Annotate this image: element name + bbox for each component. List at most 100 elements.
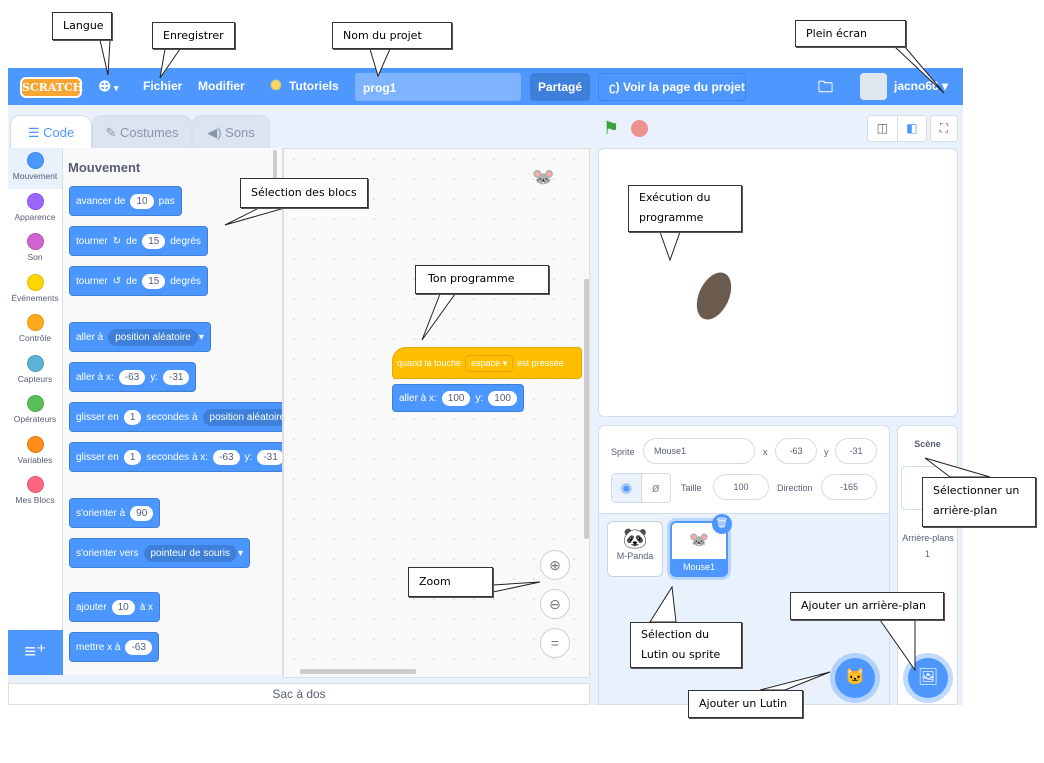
block-dropdown[interactable]: position aléatoire [202,408,282,426]
block-input[interactable]: -63 [213,449,240,465]
x-input[interactable]: -63 [775,438,817,464]
x-input[interactable]: 100 [441,390,471,406]
block-input[interactable]: 15 [142,233,166,249]
delete-sprite-icon[interactable]: 🗑 [712,514,732,534]
category-8[interactable]: Mes Blocs [8,472,62,513]
mouse-sprite[interactable] [689,267,739,325]
sprite-info: Sprite Mouse1 x -63 y -31 ◉ ø Taille 100… [599,426,889,514]
category-dot [26,273,44,291]
category-4[interactable]: Contrôle [8,310,62,351]
tab-costumes[interactable]: ✎ Costumes [92,115,192,148]
green-flag-icon[interactable]: ⚑ [603,118,620,138]
block-text: ajouter [76,601,107,613]
add-backdrop-button[interactable]: 🖼 [908,658,948,698]
category-3[interactable]: Événements [8,270,62,311]
avatar[interactable] [860,73,887,100]
category-0[interactable]: Mouvement [8,148,62,189]
zoom-reset-button[interactable]: = [540,628,570,658]
category-6[interactable]: Opérateurs [8,391,62,432]
sprite-name-input[interactable]: Mouse1 [643,438,755,464]
panda-icon: 🐼 [622,528,648,550]
stop-icon[interactable] [631,120,648,137]
y-input[interactable]: -31 [835,438,877,464]
show-icon[interactable]: ◉ [612,474,642,502]
normal-stage-icon[interactable]: ◧ [906,121,918,135]
folder-icon[interactable]: 🗀 [818,79,834,96]
block-input[interactable]: -31 [163,369,190,385]
stage-title: Scène [914,439,941,449]
horizontal-scrollbar[interactable] [300,669,416,674]
block-text: degrés [170,235,201,247]
hide-icon[interactable]: ø [651,480,660,495]
block-text: à x [139,601,154,613]
block-text: quand la touche [397,358,462,368]
block-input[interactable]: -63 [118,369,146,385]
block-dropdown[interactable]: pointeur de souris [143,544,237,562]
add-sprite-button[interactable]: 🐱 [835,658,875,698]
category-7[interactable]: Variables [8,432,62,473]
x-label: x [763,447,768,457]
block-input[interactable]: -63 [125,639,152,655]
sprite-thumbnail-m-panda[interactable]: 🐼M-Panda [607,521,663,577]
vertical-scrollbar[interactable] [584,279,589,539]
block-text: aller à x: [76,371,114,383]
tab-code[interactable]: ☰ Code [10,115,92,150]
scratch-logo[interactable]: SCRATCH [20,77,83,98]
username[interactable]: jacno66 ▾ [894,79,949,93]
block-text: aller à [76,331,104,343]
block-input[interactable]: -31 [257,449,282,465]
category-5[interactable]: Capteurs [8,351,62,392]
block-dropdown[interactable]: position aléatoire [108,328,198,346]
stage-selector[interactable]: Scène Arrière-plans 1 🖼 [897,425,958,705]
annotation-ton-programme: Ton programme [415,265,549,294]
category-label: Mes Blocs [15,495,55,505]
backpack[interactable]: Sac à dos [8,683,590,705]
palette-scrollbar[interactable] [273,150,277,180]
block-set-x[interactable]: mettre x à-63 [69,632,159,662]
block-input[interactable]: 15 [142,273,166,289]
sprite-thumb-label: Mouse1 [682,562,716,572]
zoom-in-button[interactable]: ⊕ [540,550,570,580]
globe-icon[interactable]: ⊕ ▾ [98,78,119,95]
block-input[interactable]: 10 [130,193,154,209]
annotation-nom-projet: Nom du projet [332,22,452,49]
y-input[interactable]: 100 [488,390,517,406]
size-input[interactable]: 100 [713,474,769,500]
script-area[interactable]: 🐭 quand la touche espace ▾ est pressée a… [283,148,590,678]
block-text: de [126,275,138,287]
small-stage-icon[interactable]: ◫ [868,116,898,141]
tab-sounds[interactable]: ◀) Sons [192,115,270,148]
direction-input[interactable]: -165 [821,474,877,500]
category-label: Capteurs [17,373,53,384]
zoom-out-button[interactable]: ⊖ [540,589,570,619]
category-1[interactable]: Apparence [8,189,62,230]
block-input[interactable]: 90 [130,505,154,521]
add-extension-button[interactable]: ≡⁺ [8,630,63,675]
size-label: Taille [681,483,702,493]
block-input[interactable]: 10 [111,599,135,615]
share-button[interactable]: Partagé [530,73,590,101]
file-menu[interactable]: Fichier [143,79,183,93]
project-name-input[interactable]: prog1 [355,73,521,101]
fullscreen-icon[interactable]: ⛶ [930,115,958,142]
edit-menu[interactable]: Modifier [198,79,245,93]
block-input[interactable]: 1 [123,409,142,425]
key-dropdown[interactable]: espace ▾ [465,354,514,372]
category-2[interactable]: Son [8,229,62,270]
block-input[interactable]: 1 [123,449,142,465]
block-text: tourner [76,275,108,287]
block-change-x[interactable]: ajouter 10 à x [69,592,161,622]
see-project-page-button[interactable]: ʗ) Voir la page du projet [598,73,746,101]
when-key-pressed-block[interactable]: quand la touche espace ▾ est pressée [392,347,582,379]
tutorials-menu[interactable]: Tutoriels [289,79,339,93]
